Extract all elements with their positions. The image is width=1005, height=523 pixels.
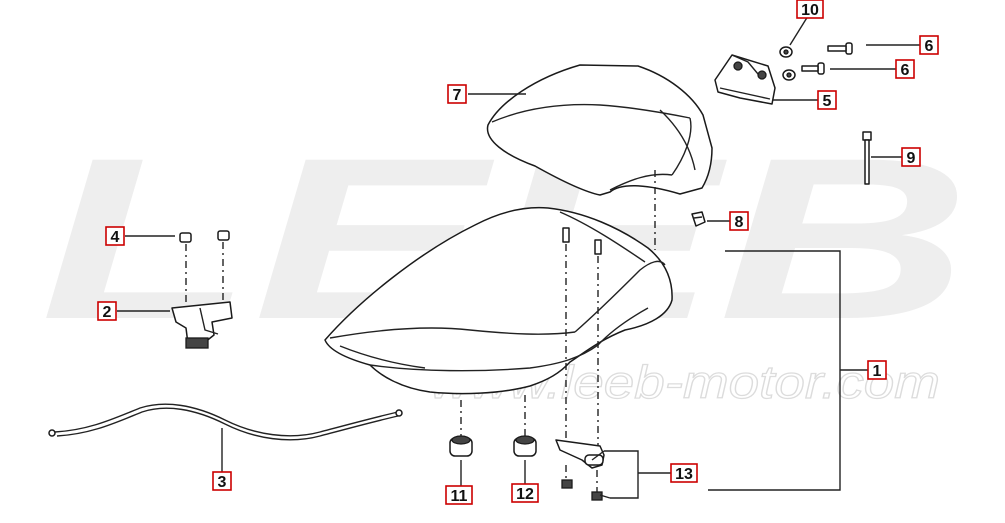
callout-6a: 6 [919,35,939,55]
svg-text:5: 5 [823,93,832,110]
callout-4: 4 [105,226,125,246]
rubber-bushing-part-11 [449,435,473,457]
callout-3: 3 [212,471,232,491]
svg-text:1: 1 [873,363,882,380]
main-seat-part [324,206,673,395]
rear-seat-part [486,64,713,196]
callout-9: 9 [901,147,921,167]
callout-12: 12 [511,483,539,503]
latch-bracket-part [555,227,605,501]
callout-13: 13 [670,463,698,483]
svg-text:6: 6 [925,38,934,55]
callout-10: 10 [796,0,824,19]
bolts-part [801,42,853,75]
seat-lock-part [171,301,233,349]
svg-text:7: 7 [453,87,462,104]
callout-6b: 6 [895,59,915,79]
svg-text:12: 12 [516,486,534,503]
svg-text:13: 13 [675,466,693,483]
svg-text:3: 3 [218,474,227,491]
washers-part [779,46,796,81]
rubber-bushing-part-12 [513,435,537,457]
svg-text:6: 6 [901,62,910,79]
svg-text:4: 4 [111,229,120,246]
hinge-bracket-part [714,54,776,105]
callout-2: 2 [97,301,117,321]
callout-11: 11 [445,485,473,505]
seat-cable-part [48,403,403,441]
svg-text:10: 10 [801,2,819,19]
long-screw-part [862,131,872,185]
svg-text:9: 9 [907,150,916,167]
callout-1: 1 [867,360,887,380]
callout-8: 8 [729,211,749,231]
svg-text:8: 8 [735,214,744,231]
callout-5: 5 [817,90,837,110]
svg-text:11: 11 [451,488,468,505]
callout-7: 7 [447,84,467,104]
leader-lines [117,15,920,499]
clip-part [691,211,706,227]
screws-part-4 [179,230,230,243]
svg-text:2: 2 [103,304,112,321]
alignment-lines [185,170,656,492]
